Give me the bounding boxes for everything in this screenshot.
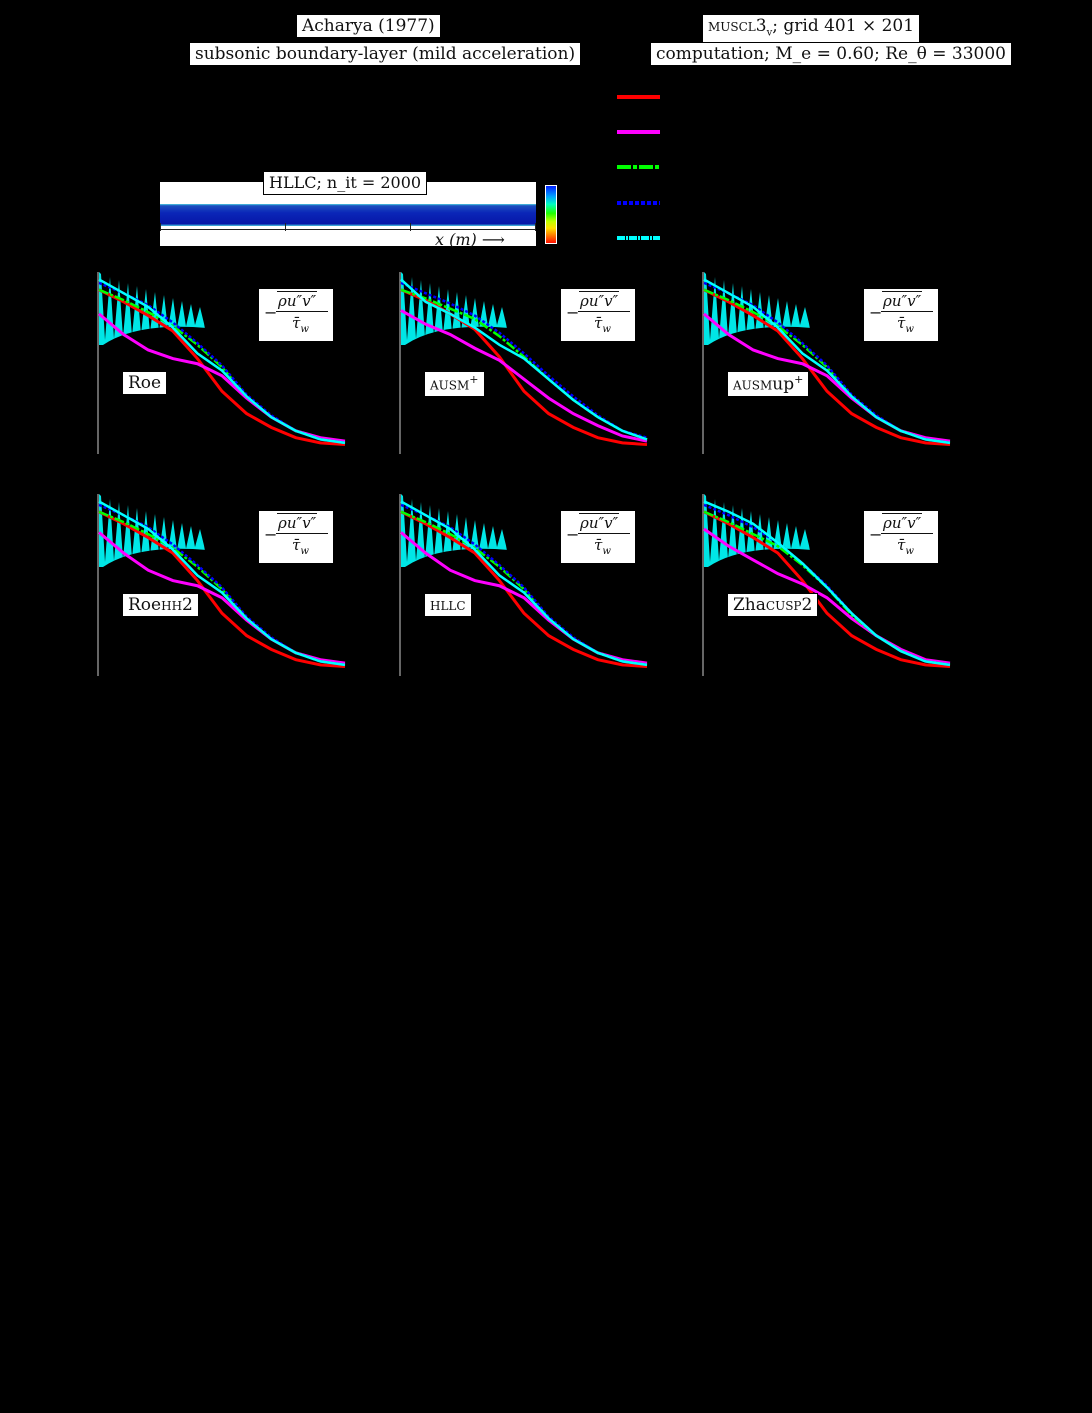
series-cyan bbox=[98, 500, 346, 667]
label-smallcaps: ausm bbox=[430, 374, 470, 395]
minus-sign: − bbox=[869, 303, 883, 322]
reference-title: Acharya (1977) bbox=[296, 14, 441, 38]
series-blue bbox=[400, 281, 648, 439]
numerator: ρu″v″ bbox=[579, 513, 620, 532]
legend-line-dotted bbox=[617, 201, 660, 205]
series-red bbox=[400, 510, 648, 669]
series-red bbox=[98, 288, 346, 447]
series-cyan bbox=[703, 278, 951, 445]
legend-line-solid bbox=[617, 130, 660, 134]
x-axis bbox=[160, 229, 536, 230]
fraction-bar bbox=[881, 533, 933, 534]
scheme-label: hllc bbox=[424, 593, 472, 617]
numerator: ρu″v″ bbox=[579, 291, 620, 310]
denominator: τ̄w bbox=[897, 314, 914, 335]
x-axis-label: x (m) ⟶ bbox=[435, 230, 505, 249]
x-tick bbox=[535, 223, 536, 231]
denominator: τ̄w bbox=[292, 536, 309, 557]
label-main: Roe bbox=[128, 595, 162, 615]
legend-line-dash-dot-dot bbox=[617, 236, 660, 240]
scheme-label: Zhacusp2 bbox=[727, 593, 819, 617]
series-cyan bbox=[400, 500, 648, 667]
label-smallcaps: ausm bbox=[733, 374, 773, 395]
series-red bbox=[98, 510, 346, 669]
numerator: ρu″v″ bbox=[882, 513, 923, 532]
label-smallcaps: hh2 bbox=[161, 595, 193, 615]
denominator: τ̄w bbox=[292, 314, 309, 335]
scheme-name: muscl3 bbox=[708, 16, 767, 36]
fraction-bar bbox=[578, 533, 630, 534]
scheme-label: ausmup+ bbox=[727, 371, 810, 397]
label-smallcaps: hllc bbox=[430, 595, 466, 615]
y-axis-label: −ρu″v″ τ̄w bbox=[258, 510, 334, 564]
series-cyan bbox=[703, 500, 951, 667]
label-sup: + bbox=[794, 373, 804, 386]
fraction-bar bbox=[276, 533, 328, 534]
profile-panel: −ρu″v″ τ̄w ausm+ bbox=[399, 270, 659, 460]
label-main: Zha bbox=[733, 595, 766, 615]
label-main: Roe bbox=[128, 373, 162, 393]
label-smallcaps: cusp2 bbox=[765, 595, 813, 615]
case-subtitle: subsonic boundary-layer (mild accelerati… bbox=[189, 42, 582, 66]
series-magenta bbox=[400, 309, 648, 443]
fraction-bar bbox=[578, 311, 630, 312]
series-cyan bbox=[400, 278, 648, 441]
grid-text: ; grid 401 × 201 bbox=[772, 16, 915, 36]
y-axis-label: −ρu″v″ τ̄w bbox=[560, 288, 636, 342]
denominator: τ̄w bbox=[897, 536, 914, 557]
scheme-sub: v bbox=[766, 27, 773, 39]
scheme-label: Roe bbox=[122, 371, 168, 395]
denominator: τ̄w bbox=[594, 314, 611, 335]
label-rest: up bbox=[772, 374, 795, 395]
series-red bbox=[703, 288, 951, 447]
minus-sign: − bbox=[566, 303, 580, 322]
series-red bbox=[703, 510, 951, 669]
label-sup: + bbox=[469, 373, 479, 386]
x-tick bbox=[285, 223, 286, 231]
colorbar bbox=[545, 185, 557, 244]
series-magenta bbox=[703, 527, 951, 665]
legend-line-solid bbox=[617, 95, 660, 99]
minus-sign: − bbox=[566, 525, 580, 544]
scheme-grid-title: muscl3v; grid 401 × 201 bbox=[702, 14, 921, 46]
fraction-bar bbox=[881, 311, 933, 312]
series-cyan bbox=[98, 278, 346, 445]
contour-label: HLLC; n_it = 2000 bbox=[263, 171, 428, 195]
x-tick bbox=[160, 223, 161, 231]
fraction-bar bbox=[276, 311, 328, 312]
scheme-label: ausm+ bbox=[424, 371, 485, 397]
scheme-label: Roehh2 bbox=[122, 593, 199, 617]
numerator: ρu″v″ bbox=[277, 513, 318, 532]
minus-sign: − bbox=[869, 525, 883, 544]
profile-panel: −ρu″v″ τ̄w hllc bbox=[399, 492, 659, 682]
numerator: ρu″v″ bbox=[882, 291, 923, 310]
legend-line-dash-dot bbox=[617, 165, 660, 169]
computation-subtitle: computation; M_e = 0.60; Re_θ = 33000 bbox=[650, 42, 1012, 66]
profile-panel: −ρu″v″ τ̄w ausmup+ bbox=[702, 270, 962, 460]
x-tick bbox=[410, 223, 411, 231]
denominator: τ̄w bbox=[594, 536, 611, 557]
y-axis-label: −ρu″v″ τ̄w bbox=[258, 288, 334, 342]
minus-sign: − bbox=[264, 525, 278, 544]
contour-band bbox=[160, 204, 536, 226]
y-axis-label: −ρu″v″ τ̄w bbox=[560, 510, 636, 564]
y-axis-label: −ρu″v″ τ̄w bbox=[863, 288, 939, 342]
y-axis-label: −ρu″v″ τ̄w bbox=[863, 510, 939, 564]
numerator: ρu″v″ bbox=[277, 291, 318, 310]
minus-sign: − bbox=[264, 303, 278, 322]
